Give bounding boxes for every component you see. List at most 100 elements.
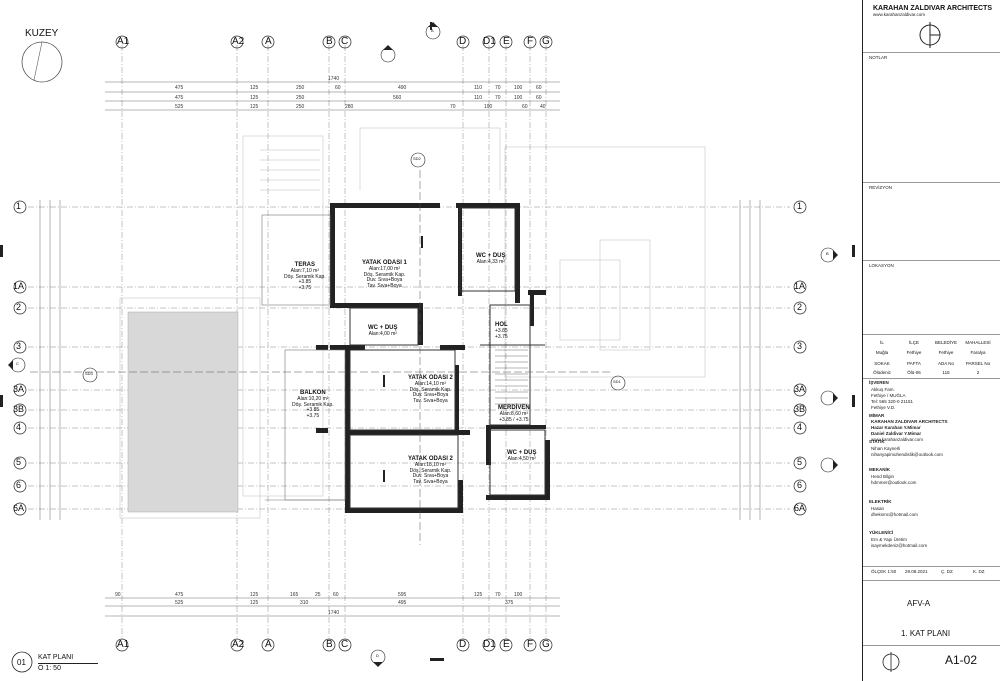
- grid-label-left: 3A: [13, 384, 25, 394]
- grid-label-right: 3B: [794, 404, 806, 414]
- pool-area: [127, 311, 239, 513]
- dim-text: 375: [505, 600, 514, 606]
- owner-line: Fethiye / MUĞLA: [871, 393, 906, 398]
- location-label: LOKASYON: [869, 263, 894, 268]
- dim-text: 110: [474, 95, 482, 101]
- dim-text: 60: [536, 95, 542, 101]
- owner-line: Fethiye V.D.: [871, 405, 896, 410]
- grid-label-right: 5: [797, 457, 803, 467]
- grid-label-top: D: [459, 36, 467, 47]
- north-label: KUZEY: [25, 28, 59, 39]
- dim-text: 125: [250, 85, 259, 91]
- dim-text: 60: [335, 85, 341, 91]
- grid-label-right: 1: [797, 201, 803, 211]
- dim-text: 525: [175, 600, 184, 606]
- parcel-value: Muğla: [875, 350, 889, 355]
- grid-label-top: A2: [232, 36, 245, 47]
- grid-label-top: C: [341, 36, 349, 47]
- grid-label-top: F: [527, 36, 534, 47]
- dim-text: 125: [474, 592, 483, 598]
- section-mark-label: SD1: [613, 379, 621, 384]
- scale-text: ÖLÇEK 1:50: [871, 569, 897, 574]
- room-label-merdiven: MERDİVEN Alan:8,60 m²+3.85 / +3.75: [498, 405, 530, 423]
- dim-text: 495: [398, 600, 407, 606]
- room-label-hol: HOL +3.85+3.75: [495, 322, 508, 340]
- plan-title-underline: [38, 663, 98, 664]
- mech-line: Hend Bilgin: [871, 474, 895, 479]
- static-label: STATİK: [869, 439, 885, 444]
- dim-text: 490: [398, 85, 407, 91]
- elec-label: ELEKTRİK: [869, 499, 892, 504]
- elec-line: dheksmc@hotmail.com: [871, 512, 918, 517]
- grid-label-top: G: [542, 36, 550, 47]
- firm-url: www.karahanzaldivar.com: [873, 12, 926, 17]
- dim-text: 60: [536, 85, 542, 91]
- section-mark-label: SD2: [413, 156, 421, 161]
- dim-text: 595: [398, 592, 407, 598]
- dim-text: 90: [115, 592, 121, 598]
- parcel-header: PAFTA: [907, 361, 921, 366]
- contractor-line: isaymekdeniz@hotmail.com: [871, 543, 928, 548]
- dim-text: 165: [290, 592, 299, 598]
- section-mark-label: B: [826, 251, 829, 256]
- parcel-header: PARSEL No: [965, 361, 991, 366]
- parcel-value: 115: [942, 370, 950, 375]
- grid-label-right: 1A: [794, 281, 806, 291]
- grid-label-left: 3B: [13, 404, 25, 414]
- dim-text: 125: [250, 592, 259, 598]
- plan-linework: [0, 22, 855, 667]
- section-mark-label: SD3: [85, 371, 93, 376]
- parcel-value: Ölü-06: [907, 370, 921, 375]
- plan-scale: Ö 1: 50: [38, 665, 61, 672]
- section-mark-label: A: [431, 28, 434, 33]
- parcel-value: Faralya: [970, 350, 986, 355]
- grid-label-left: 2: [16, 302, 22, 312]
- grid-label-right: 2: [797, 302, 803, 312]
- drawn-text: K. DZ: [973, 569, 985, 574]
- parcel-header: ADA No: [937, 361, 954, 366]
- room-label-wc-dus-1: WC + DUŞ Alan:4,33 m²: [476, 253, 506, 265]
- firm-logo-icon: [919, 22, 941, 48]
- static-line: Nihan Kaynerli: [871, 446, 901, 451]
- architect-label: MİMAR: [869, 413, 885, 418]
- dim-text: 250: [296, 85, 305, 91]
- floor-plan-drawing: KUZEY A1 A2 A B C D D1 E F G A1 A2 A B C…: [0, 22, 855, 673]
- sheet-number: A1-02: [945, 653, 978, 667]
- dim-text: 310: [300, 600, 309, 606]
- plan-title: KAT PLANI: [38, 654, 74, 661]
- room-label-wc-dus-2: WC + DUŞ Alan:4,00 m²: [368, 325, 398, 337]
- parcel-header: MAHALLESİ: [965, 340, 991, 345]
- dim-total-top: 1740: [328, 76, 340, 82]
- dim-text: 100: [514, 592, 523, 598]
- grid-label-bottom: A: [265, 639, 272, 650]
- firm-mark-icon: [882, 652, 900, 672]
- dim-text: 40: [540, 104, 546, 110]
- parcel-value: Fethiye: [906, 350, 922, 355]
- dim-total-bottom: 1740: [328, 610, 340, 616]
- dim-text: 125: [250, 600, 259, 606]
- date-text: 29.08.2021: [905, 569, 928, 574]
- grid-label-left: 5: [16, 457, 22, 467]
- dim-text: 125: [250, 95, 259, 101]
- grid-label-bottom: F: [527, 639, 534, 650]
- grid-label-right: 6A: [794, 503, 806, 513]
- parcel-value: 2: [976, 370, 980, 375]
- dim-text: 475: [175, 95, 184, 101]
- grid-label-top: B: [326, 36, 333, 47]
- dim-text: 250: [296, 95, 305, 101]
- contractor-line: Ern & Yapı Üretim: [871, 537, 907, 542]
- grid-label-bottom: D1: [483, 639, 496, 650]
- firm-name: KARAHAN ZALDIVAR ARCHITECTS: [873, 5, 992, 12]
- dim-text: 250: [296, 104, 305, 110]
- mech-label: MEKANİK: [869, 467, 890, 472]
- dim-text: 100: [514, 85, 523, 91]
- dim-text: 280: [345, 104, 354, 110]
- dim-text: 125: [250, 104, 259, 110]
- elec-line: Hasan: [871, 506, 885, 511]
- room-label-wc-dus-3: WC + DUŞ Alan:4,50 m²: [507, 450, 537, 462]
- grid-label-left: 6A: [13, 503, 25, 513]
- dim-text: 70: [495, 592, 501, 598]
